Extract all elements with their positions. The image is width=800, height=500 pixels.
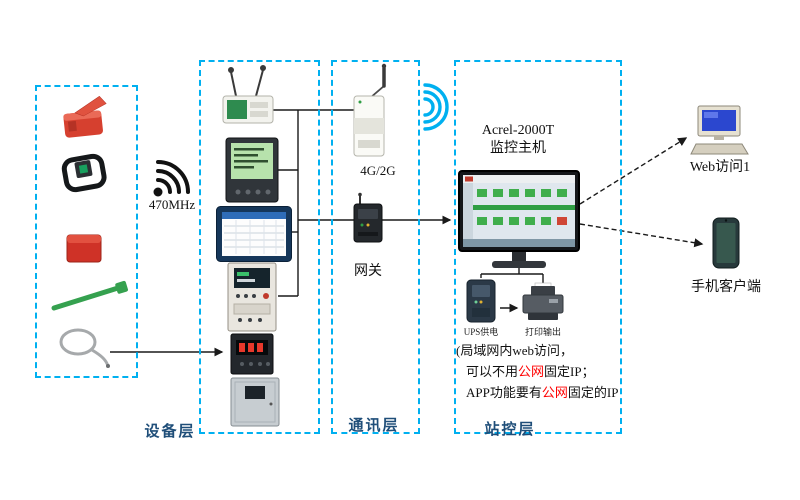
busbar-clip-sensor-icon (63, 96, 107, 138)
touch-panel-icon (216, 206, 292, 262)
host-role: 监控主机 (490, 141, 546, 157)
note-line-3-pre: APP功能要有 (466, 385, 542, 400)
note-line-1: (局域网内web访问， (456, 340, 634, 361)
strap-temperature-sensor-icon (61, 153, 107, 193)
ups-icon (466, 279, 496, 323)
printer-icon (522, 282, 564, 320)
meter-group-box (199, 60, 320, 434)
digital-meter-icon (230, 333, 274, 375)
note-line-2-pre: 可以不用 (466, 364, 519, 379)
note-line-3-highlight: 公网 (541, 385, 568, 400)
monitor-stand-base (492, 261, 546, 268)
comm-layer-label: 通讯层 (348, 417, 400, 434)
monitor-stand-neck (512, 252, 526, 262)
frequency-label: 470MHz (148, 197, 196, 212)
host-name: Acrel-2000T (481, 123, 555, 138)
desktop-computer-icon (690, 105, 749, 155)
ups-label: UPS供电 (463, 327, 499, 337)
web-client-label: Web访问1 (689, 160, 751, 175)
box-sensor-icon (66, 234, 102, 263)
cable-tie-icon (51, 280, 128, 311)
gateway-device-icon (353, 192, 383, 243)
gateway-label: 网关 (354, 264, 382, 279)
rf-gateway-icon (222, 65, 274, 124)
note-line-2-post: 固定IP； (544, 364, 595, 379)
comm-layer-box (331, 60, 420, 434)
4g-module-icon (353, 63, 387, 157)
device-layer-label: 设备层 (144, 423, 196, 440)
multifunction-meter-icon (227, 262, 277, 332)
monitor-screen (458, 170, 580, 252)
host-title: Acrel-2000T 监控主机 (455, 122, 581, 158)
scada-screen-content (463, 175, 575, 247)
power-meter-icon (225, 137, 279, 203)
note-line-2: 可以不用公网固定IP； (456, 361, 634, 382)
smartphone-icon (712, 217, 740, 269)
note-line-1-text: (局域网内web访问， (456, 343, 573, 358)
radio-signal-icon (153, 160, 190, 197)
control-cabinet-icon (230, 377, 280, 427)
station-layer-label: 站控层 (484, 421, 536, 438)
wire-loop-icon (59, 328, 110, 368)
lan-note: (局域网内web访问， 可以不用公网固定IP； APP功能要有公网固定的IP (456, 340, 634, 403)
note-line-3-post: 固定的IP (567, 385, 619, 400)
wireless-signal-waves-icon (423, 83, 449, 131)
mobile-client-label: 手机客户端 (691, 280, 761, 295)
station-layer-box (454, 60, 622, 434)
note-line-2-highlight: 公网 (518, 364, 545, 379)
device-layer-box (35, 85, 138, 378)
network-label: 4G/2G (360, 163, 396, 178)
printer-label: 打印输出 (524, 327, 561, 337)
note-line-3: APP功能要有公网固定的IP (456, 382, 634, 403)
